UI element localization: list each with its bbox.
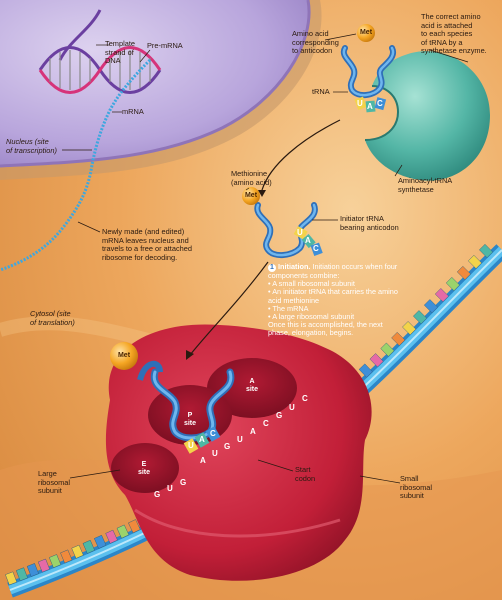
ribosome bbox=[105, 324, 372, 581]
mrna-nucleotide bbox=[456, 265, 471, 280]
met-label-middle: Met bbox=[244, 192, 258, 199]
trna-charging bbox=[340, 45, 396, 98]
anticodon-middle-2: A bbox=[305, 236, 311, 245]
mrna-nucleotide bbox=[479, 243, 494, 258]
met-sphere-middle bbox=[242, 187, 260, 205]
label-amino-acid: Amino acid corresponding to anticodon bbox=[292, 29, 339, 56]
label-template-strand: Template strand of DNA bbox=[105, 39, 135, 66]
initiation-item: The mRNA bbox=[268, 304, 400, 313]
initiation-list: A small ribosomal subunit An initiator t… bbox=[268, 279, 400, 321]
site-p-label: P site bbox=[183, 412, 197, 427]
anticodon-ribosome-3: C bbox=[210, 429, 216, 438]
codon-1: A bbox=[200, 456, 206, 465]
mrna-nucleotide bbox=[402, 321, 417, 336]
met-sphere-ribosome bbox=[110, 342, 138, 370]
site-e-label: E site bbox=[137, 461, 151, 476]
mrna-nucleotide bbox=[413, 310, 428, 325]
mrna-nucleotide bbox=[445, 277, 460, 292]
label-trna: tRNA bbox=[312, 87, 330, 96]
codon-lower-2: U bbox=[167, 484, 173, 493]
anticodon-middle-blocks bbox=[293, 226, 323, 257]
process-arrows bbox=[186, 119, 341, 360]
initiation-intro: Initiation occurs when four components c… bbox=[268, 262, 398, 280]
anticodon-top-2: A bbox=[367, 102, 373, 111]
anticodon-ribosome-2: A bbox=[199, 435, 205, 444]
anticodon-ribosome-blocks bbox=[183, 426, 221, 454]
label-initiator-trna: Initiator tRNA bearing anticodon bbox=[340, 214, 399, 232]
label-small-subunit: Small ribosomal subunit bbox=[400, 474, 433, 501]
label-correct-amino: The correct amino acid is attached to ea… bbox=[421, 12, 487, 56]
codon-lower-1: G bbox=[154, 490, 161, 499]
anticodon-top-blocks bbox=[354, 96, 387, 113]
mrna-nucleotide bbox=[60, 549, 73, 564]
codon-7: G bbox=[276, 411, 283, 420]
leader-lines bbox=[62, 33, 469, 484]
codon-8: U bbox=[289, 403, 295, 412]
anticodon-top-1: U bbox=[357, 99, 363, 108]
codon-9: C bbox=[302, 394, 308, 403]
met-sphere-top bbox=[357, 24, 375, 42]
anticodon-middle-1: U bbox=[297, 228, 303, 237]
label-nucleus: Nucleus (site of transcription) bbox=[6, 137, 57, 155]
step-number-badge: 1 bbox=[268, 264, 276, 272]
mrna-nucleotide bbox=[49, 554, 62, 568]
codon-3: G bbox=[224, 442, 231, 451]
codon-4: U bbox=[237, 435, 243, 444]
mrna-nucleotide bbox=[369, 353, 384, 368]
mrna-nucleotide bbox=[434, 288, 449, 303]
mrna-nucleotide bbox=[26, 563, 39, 577]
synthetase-enzyme bbox=[364, 51, 490, 181]
dna-helix bbox=[38, 9, 162, 94]
mrna-nucleotide bbox=[5, 571, 18, 586]
anticodon-middle-3: C bbox=[313, 244, 319, 253]
trna-p-site bbox=[137, 360, 235, 442]
mrna-nucleotide bbox=[358, 363, 373, 378]
initiation-item: A small ribosomal subunit bbox=[268, 279, 400, 288]
mrna-nucleotide bbox=[71, 544, 84, 559]
label-pre-mrna: Pre-mRNA bbox=[147, 41, 183, 50]
initiation-item: An initiator tRNA that carries the amino… bbox=[268, 288, 400, 305]
mrna-nucleotide bbox=[105, 529, 118, 544]
mrna-nucleotide bbox=[94, 534, 107, 549]
mrna-nucleotide bbox=[82, 539, 95, 554]
met-label-top: Met bbox=[359, 29, 373, 36]
label-cytosol: Cytosol (site of translation) bbox=[30, 309, 75, 327]
mrna-nucleotide bbox=[380, 342, 395, 357]
met-label-ribosome: Met bbox=[117, 352, 131, 359]
mrna-nucleotide bbox=[467, 254, 482, 269]
label-mrna: mRNA bbox=[122, 107, 144, 116]
initiation-heading: Initiation. bbox=[278, 262, 311, 271]
label-newly-made: Newly made (and edited) mRNA leaves nucl… bbox=[102, 227, 192, 262]
mrna-nucleotide bbox=[423, 299, 438, 314]
label-start-codon: Start codon bbox=[295, 465, 316, 483]
label-methionine: Methionine (amino acid) bbox=[231, 169, 272, 187]
mrna-nucleotide bbox=[391, 331, 406, 346]
initiation-item: A large ribosomal subunit bbox=[268, 312, 400, 321]
anticodon-top-3: C bbox=[377, 99, 383, 108]
site-a-label: A site bbox=[245, 378, 259, 393]
anticodon-ribosome-1: U bbox=[188, 441, 194, 450]
codon-6: C bbox=[263, 419, 269, 428]
mrna-nucleotide bbox=[37, 558, 50, 573]
codon-2: U bbox=[212, 449, 218, 458]
trna-initiator bbox=[254, 202, 318, 258]
mrna-nucleotide bbox=[116, 524, 130, 539]
initiation-outro: Once this is accomplished, the next phas… bbox=[268, 320, 383, 338]
codon-lower-3: G bbox=[180, 478, 187, 487]
label-large-subunit: Large ribosomal subunit bbox=[38, 469, 71, 496]
mrna-nucleotide bbox=[15, 567, 28, 582]
label-aminoacyl: Aminoacyl-tRNA synthetase bbox=[398, 176, 453, 194]
codon-5: A bbox=[250, 427, 256, 436]
mrna-nucleotide bbox=[128, 519, 141, 534]
